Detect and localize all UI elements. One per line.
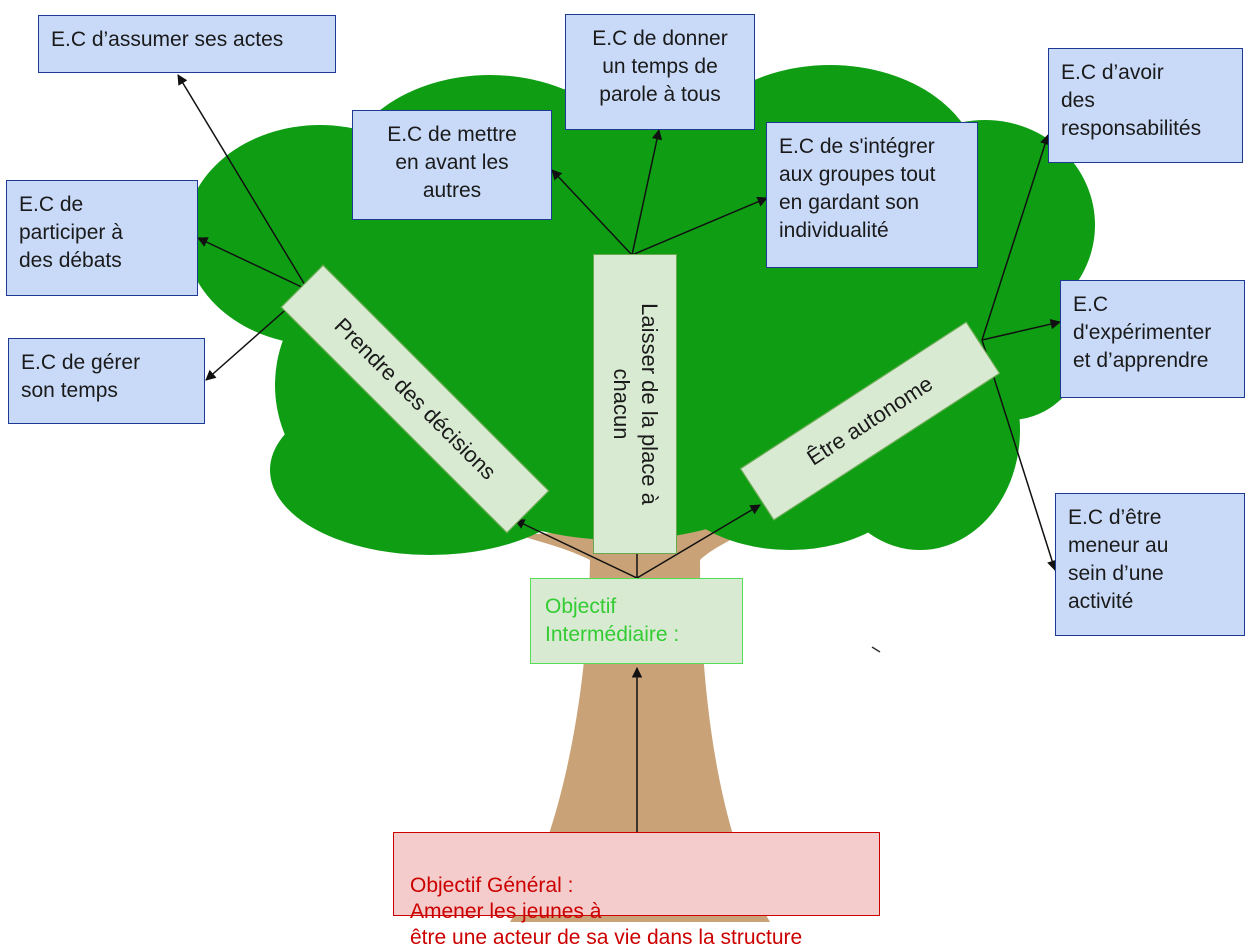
ec-experimenter-box: E.C d'expérimenter et d’apprendre (1060, 280, 1245, 398)
ec-responsabilites-box: E.C d’avoir des responsabilités (1048, 48, 1243, 163)
arrow-intermediate-to-decisions (514, 519, 638, 579)
general-objective-text: Amener les jeunes à être une acteur de s… (410, 900, 803, 949)
arrow-decisions-to-assumer (177, 74, 309, 291)
arrow-intermediate-to-autonomie (636, 504, 761, 579)
ec-assumer-box: E.C d’assumer ses actes (38, 15, 336, 73)
arrow-place-to-parole (631, 128, 663, 256)
ec-temps-box: E.C de gérer son temps (8, 338, 205, 424)
arrow-place-to-mettre (551, 169, 633, 256)
arrow-place-to-integrer (631, 196, 768, 256)
branch-place: Laisser de la place à chacun (593, 254, 677, 554)
arrows (177, 74, 1062, 832)
ec-meneur-box: E.C d’être meneur au sein d’une activité (1055, 493, 1245, 636)
general-objective-box: Objectif Général : Amener les jeunes à ê… (393, 832, 880, 949)
arrow-autonomie-to-responsabilites (981, 134, 1051, 341)
arrow-decisions-to-debats (197, 237, 309, 291)
general-objective-label: Objectif Général : (410, 874, 574, 897)
tree-trunk (510, 520, 770, 922)
arrow-autonomie-to-experimenter (981, 319, 1062, 341)
arrow-autonomie-to-meneur (981, 339, 1058, 572)
ec-debats-box: E.C de participer à des débats (6, 180, 198, 296)
ec-integrer-box: E.C de s'intégrer aux groupes tout en ga… (766, 122, 978, 268)
ec-mettre-box: E.C de mettre en avant les autres (352, 110, 552, 220)
ec-parole-box: E.C de donner un temps de parole à tous (565, 14, 755, 130)
intermediate-objective-box: Objectif Intermédiaire : (530, 578, 743, 664)
stray-mark (871, 646, 881, 653)
